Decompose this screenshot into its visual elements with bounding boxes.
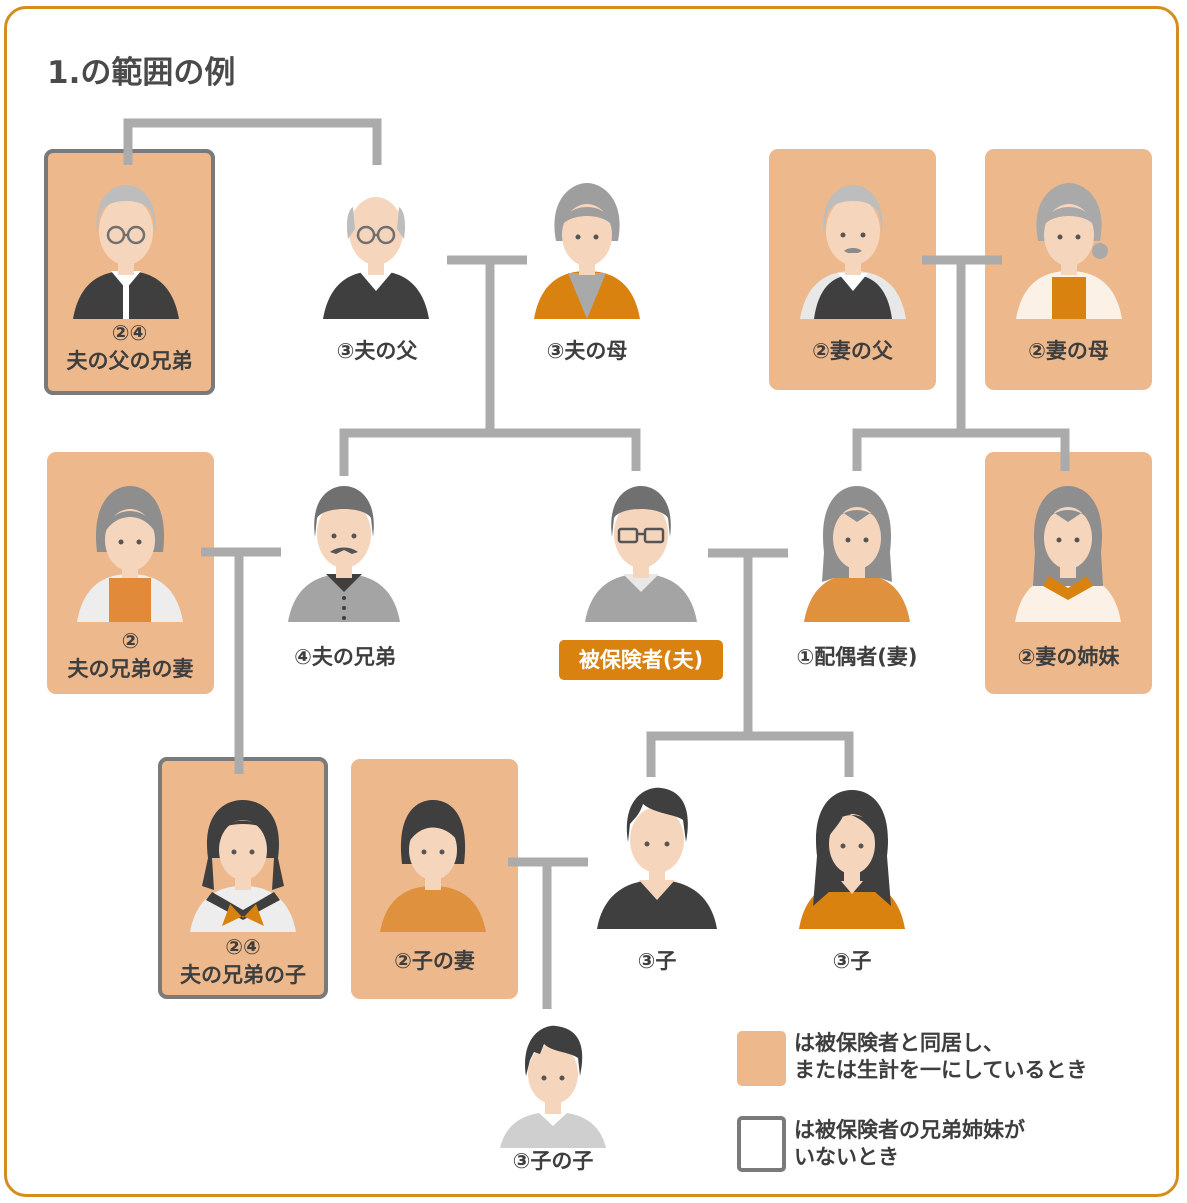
grandchild-icon <box>500 1025 606 1148</box>
label-husband-mother: ③夫の母 <box>546 339 628 363</box>
label-husband-father-sibling: ②④ 夫の父の兄弟 <box>66 321 193 373</box>
insured-icon <box>585 486 697 622</box>
label-spouse: ①配偶者(妻) <box>796 645 918 669</box>
label-wife-father: ②妻の父 <box>812 339 893 363</box>
label-husband-sibling-wife: ② 夫の兄弟の妻 <box>67 629 194 681</box>
label-grandchild: ③子の子 <box>512 1149 594 1173</box>
wife-father-icon <box>800 185 906 319</box>
label-daughter: ③子 <box>832 949 872 973</box>
label-husband-sibling-child: ②④ 夫の兄弟の子 <box>180 935 306 987</box>
label-wife-mother: ②妻の母 <box>1028 339 1109 363</box>
diagram-frame: 1.の範囲の例 <box>4 6 1179 1197</box>
label-child-wife: ②子の妻 <box>394 949 475 973</box>
child-wife-icon <box>380 800 486 932</box>
insured-badge: 被保険者(夫) <box>559 640 723 680</box>
wife-sister-icon <box>1015 486 1121 622</box>
son-icon <box>597 787 717 929</box>
husband-sibling-child-icon <box>190 800 296 932</box>
label-husband-father: ③夫の父 <box>336 339 418 363</box>
family-connector-lines <box>123 118 1070 1009</box>
page-title: 1.の範囲の例 <box>47 55 236 91</box>
husband-father-icon <box>323 197 429 319</box>
husband-sibling-wife-icon <box>77 486 183 622</box>
label-son: ③子 <box>637 949 677 973</box>
legend-border-text: は被保険者の兄弟姉妹が いないとき <box>794 1118 1025 1169</box>
husband-mother-icon <box>534 183 640 319</box>
husband-sibling-icon <box>288 486 400 622</box>
legend-cohabit-swatch <box>737 1031 786 1086</box>
legend-cohabit-text: は被保険者と同居し、 または生計を一にしているとき <box>794 1031 1088 1082</box>
wife-mother-icon <box>1016 183 1122 319</box>
daughter-icon <box>799 790 905 929</box>
label-husband-sibling: ④夫の兄弟 <box>294 645 396 669</box>
husband-father-sibling-icon <box>73 185 179 319</box>
label-wife-sister: ②妻の姉妹 <box>1017 645 1120 669</box>
legend-border-swatch <box>737 1116 786 1172</box>
spouse-icon <box>804 486 910 622</box>
